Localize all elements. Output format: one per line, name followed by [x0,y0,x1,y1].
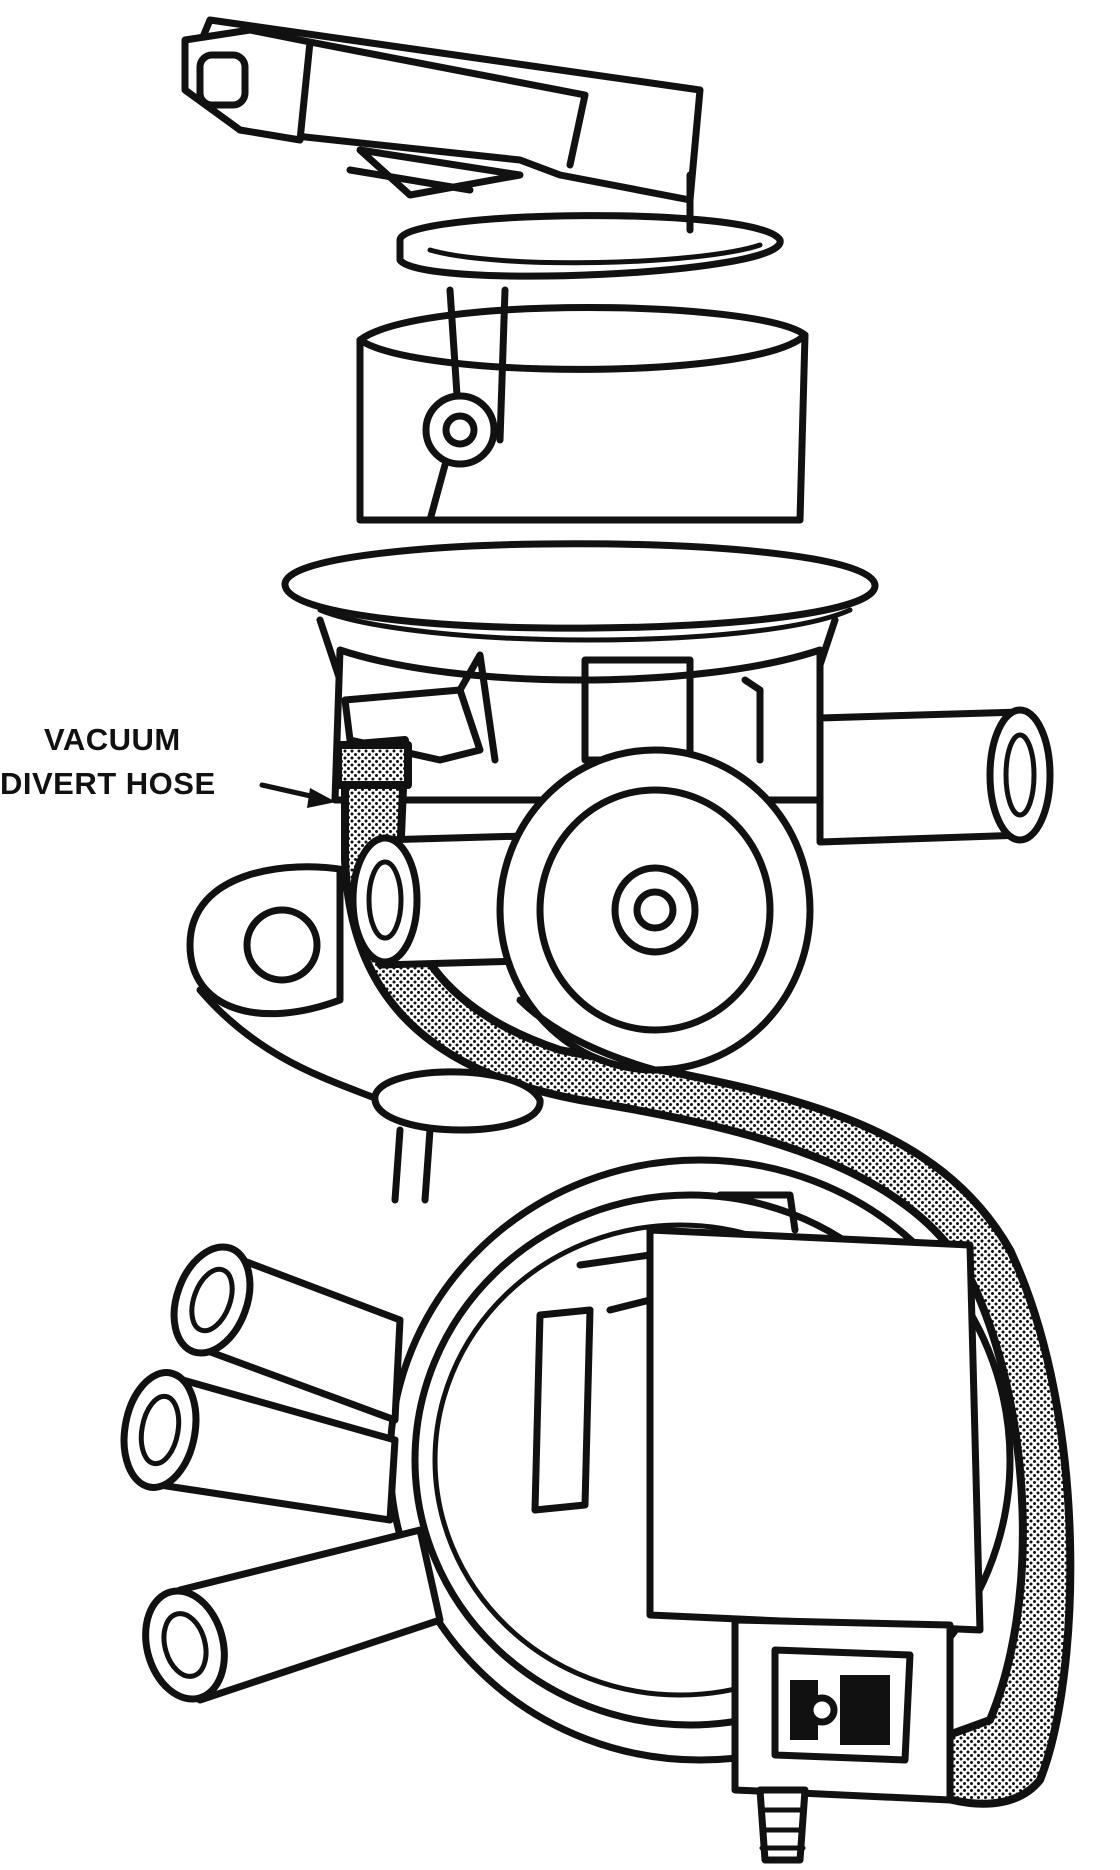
mounting-bracket [186,863,384,1104]
callout-label: VACUUM DIVERT HOSE [0,718,270,806]
right-port [816,706,1054,846]
front-valve [349,746,814,1074]
top-connector [181,16,704,204]
solenoid-body [386,1156,1014,1764]
bottom-connector [731,1616,954,1864]
callout-line-1: VACUUM [44,722,181,757]
neck [371,1068,544,1204]
vacuum-divert-hose [334,736,1075,1808]
actuator-canister [356,286,809,524]
middle-flange [281,540,879,684]
callout-leader-arrow [259,782,336,808]
callout-line-2: DIVERT HOSE [0,766,216,801]
left-ports [120,1243,444,1704]
upper-flange [396,171,784,280]
